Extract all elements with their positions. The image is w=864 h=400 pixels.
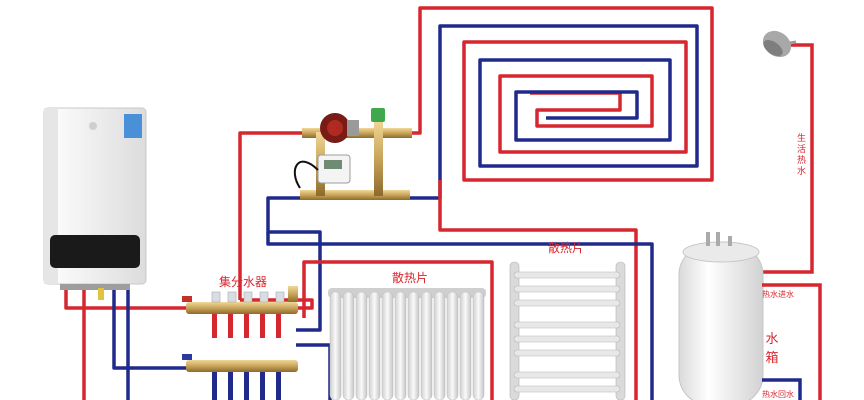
mixing-pipe-bottom xyxy=(300,190,410,200)
radiator-left-label: 散热片 xyxy=(392,271,429,285)
tank-top xyxy=(682,241,760,263)
wall-boiler xyxy=(43,107,147,300)
domestic-hot-water-label: 生活热水 xyxy=(796,134,806,177)
towel-radiator-bars xyxy=(513,271,621,393)
towel-radiator-right-post xyxy=(615,261,626,400)
boiler-logo xyxy=(89,122,97,130)
floor-heating-coil xyxy=(238,6,714,322)
towel-radiator-left-post xyxy=(509,261,520,400)
boiler-hot-to-manifold xyxy=(64,290,190,310)
coil-hot-pipe xyxy=(238,6,714,300)
manifold-return-bar xyxy=(186,360,298,372)
manifold-supply-bar xyxy=(186,302,298,314)
radiator-right-hot-loop xyxy=(438,180,638,400)
boiler-gas-pipe xyxy=(98,288,104,300)
radiator-right-cold-loop xyxy=(266,232,654,400)
hot-water-return-label: 热水回水 xyxy=(762,390,794,399)
radiator-left-cold-loop xyxy=(296,343,332,400)
coil-cold-pipe xyxy=(266,24,699,322)
shower-head-face xyxy=(763,40,783,56)
pump-mixing-assembly xyxy=(293,108,412,200)
hot-water-tank xyxy=(678,232,822,400)
boiler-bottom-fittings xyxy=(60,284,130,290)
tank-hot-in-pipe xyxy=(762,283,822,400)
shower-assembly xyxy=(762,30,814,274)
column-radiator xyxy=(328,288,486,400)
column-radiator-top-header xyxy=(328,288,486,298)
pump-face xyxy=(327,120,343,136)
mixing-riser-right xyxy=(374,120,383,196)
tank-body xyxy=(678,244,764,400)
towel-radiator xyxy=(509,261,626,400)
tank-fitting-2 xyxy=(716,232,720,246)
sensor-cable xyxy=(293,160,319,189)
manifold-supply-outlets xyxy=(212,314,281,338)
pump-motor xyxy=(347,120,359,136)
shower-hot-pipe xyxy=(762,43,814,274)
hot-water-in-label: 热水进水 xyxy=(762,290,794,299)
radiator-right-label: 散热片 xyxy=(548,241,585,255)
tank-label: 水箱 xyxy=(765,332,779,366)
boiler-cold-to-manifold xyxy=(112,290,190,370)
manifold-assembly xyxy=(182,286,298,400)
manifold-air-vent xyxy=(288,286,298,302)
return-ball-valve-handle xyxy=(182,354,192,360)
manifold-to-coil-cold xyxy=(296,322,322,332)
tank-return-pipe xyxy=(762,378,802,400)
thermostat-screen xyxy=(324,160,342,169)
manifold-label: 集分水器 xyxy=(219,275,268,289)
column-radiator-fins xyxy=(329,291,485,400)
boiler-energy-sticker xyxy=(124,114,142,138)
tank-fitting-3 xyxy=(728,236,732,246)
mixing-valve-head xyxy=(371,108,385,122)
manifold-return-outlets xyxy=(212,372,281,400)
boiler-pipes xyxy=(64,180,654,400)
boiler-control-panel xyxy=(50,235,140,268)
tank-fitting-1 xyxy=(706,232,710,246)
supply-ball-valve-handle xyxy=(182,296,192,302)
manifold-supply-valves xyxy=(211,291,285,303)
radiator-left-hot-loop xyxy=(302,260,494,400)
